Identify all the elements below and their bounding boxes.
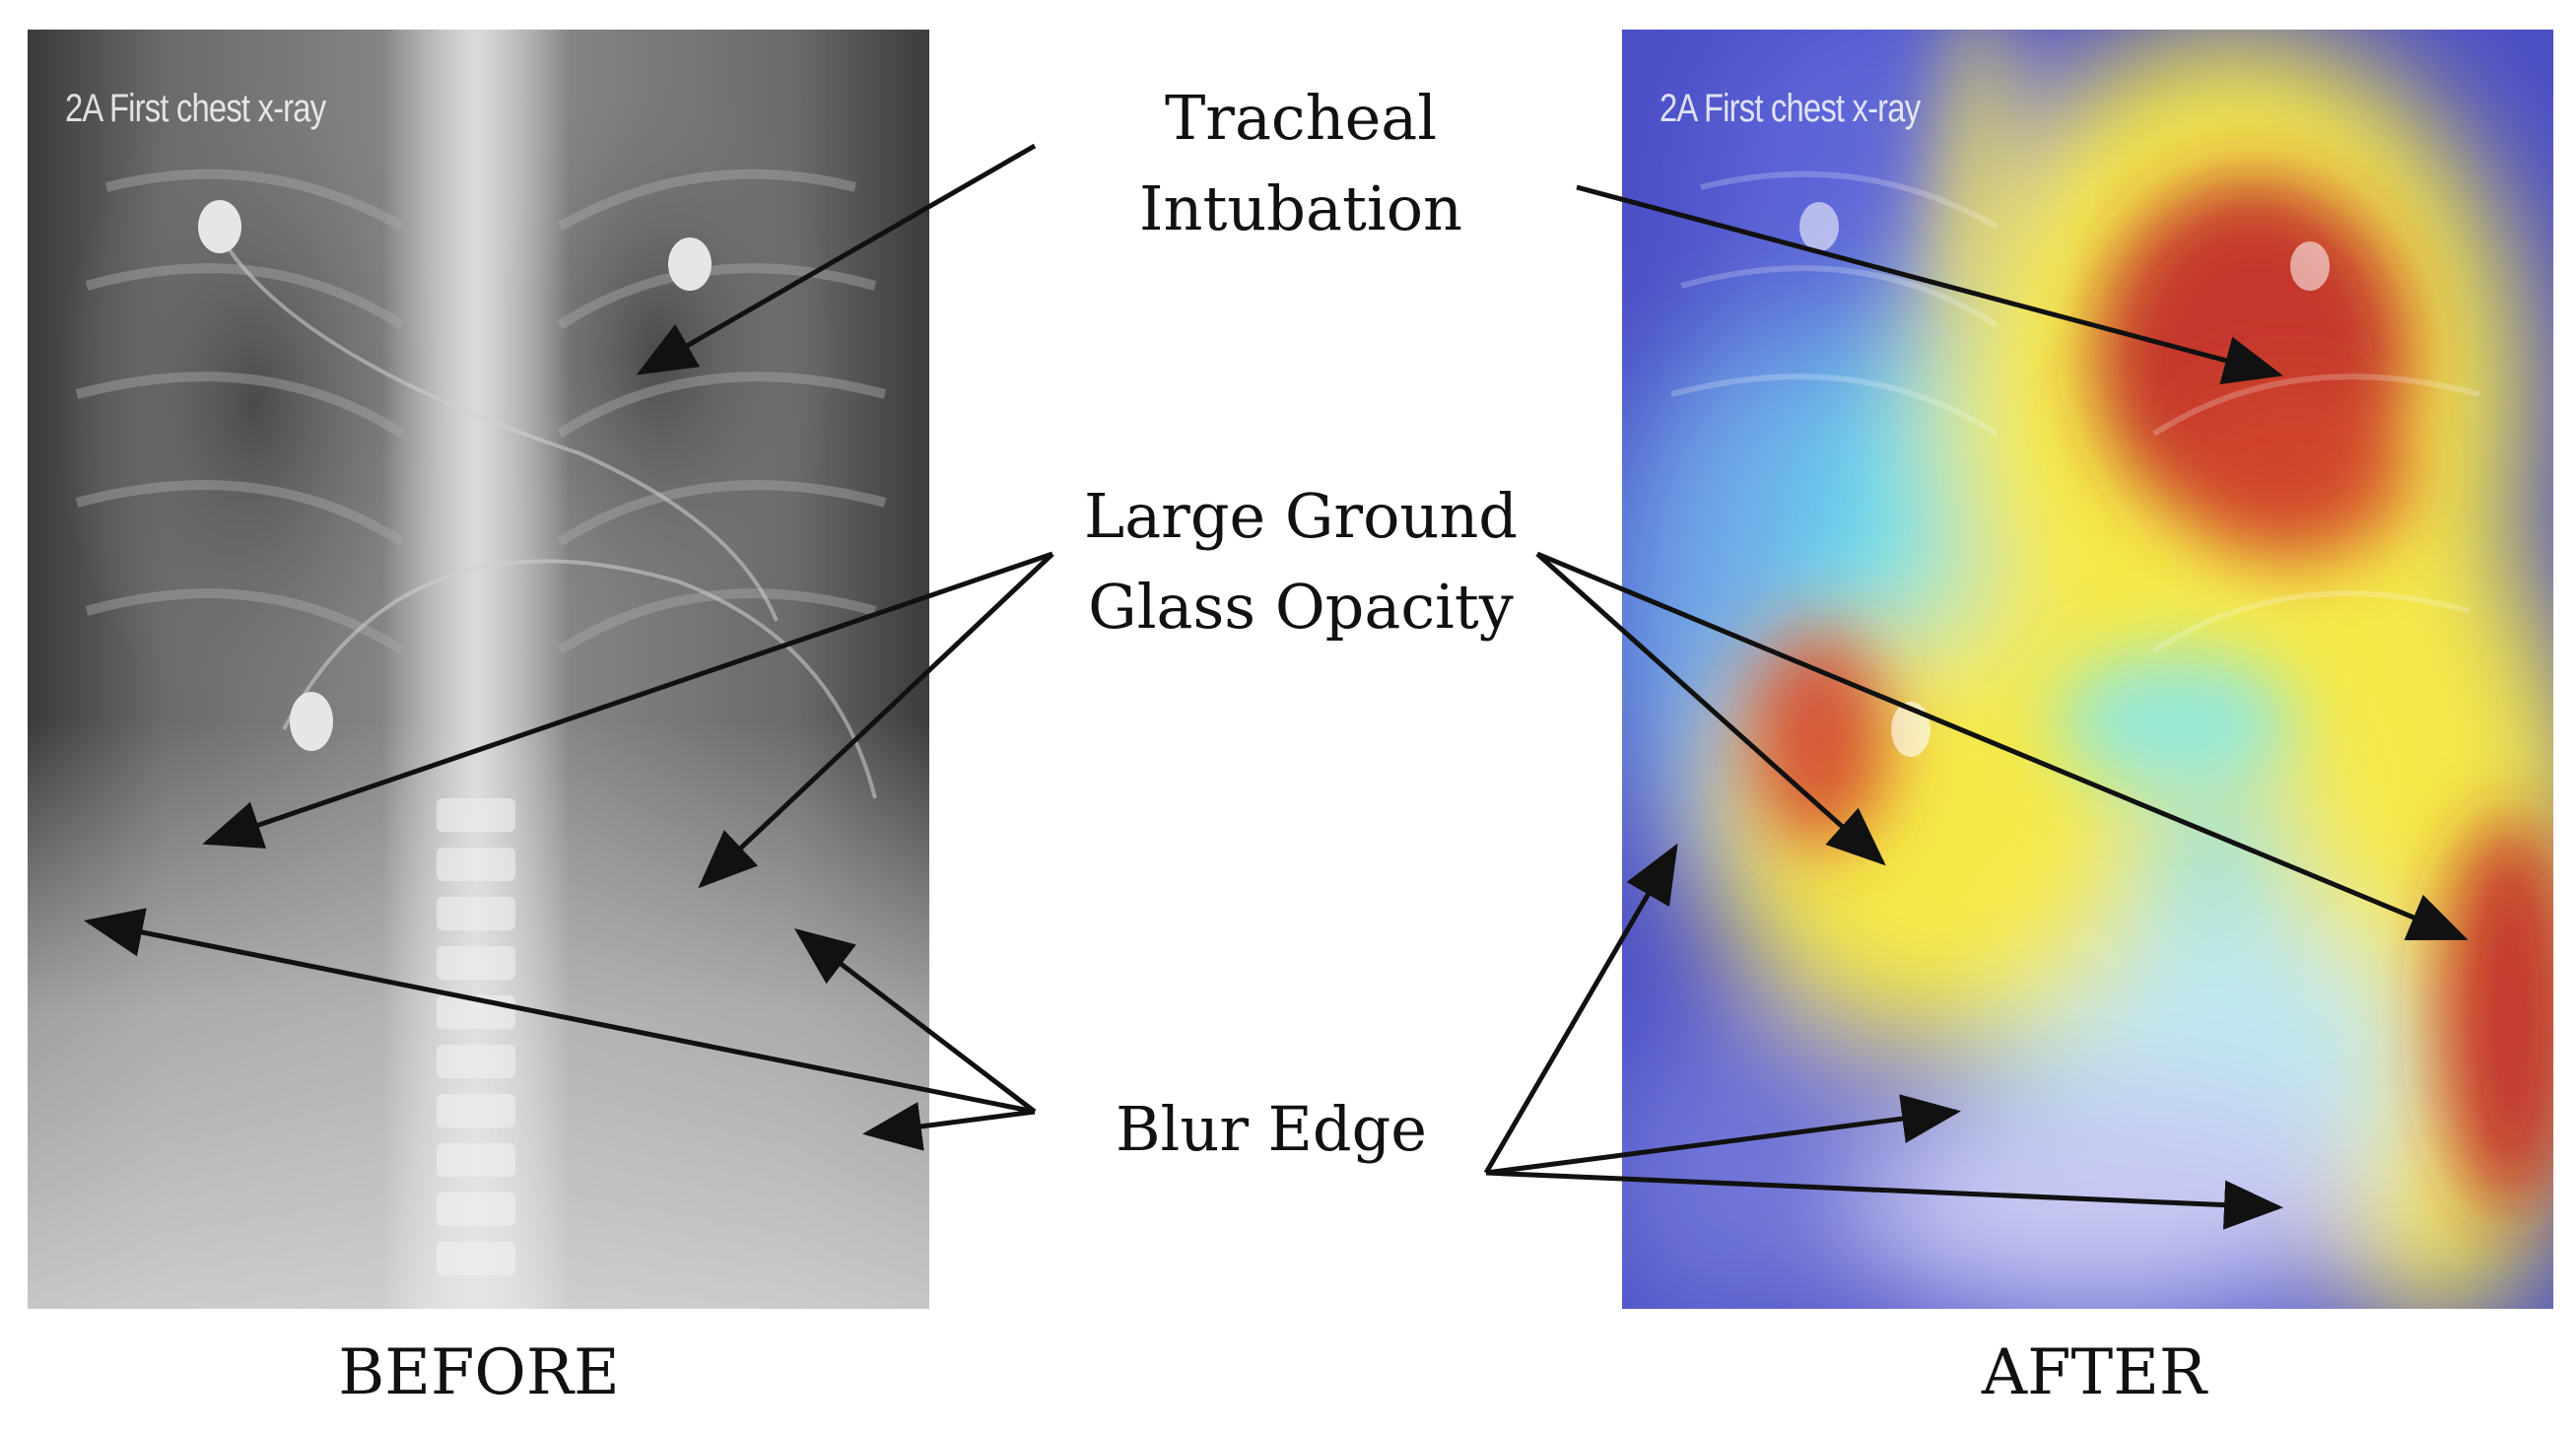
blur-edge-label: Blur Edge bbox=[1074, 1084, 1468, 1175]
tracheal-line1: Tracheal bbox=[1164, 82, 1438, 154]
tracheal-intubation-label: Tracheal Intubation bbox=[1064, 73, 1537, 254]
ground-glass-opacity-label: Large Ground Glass Opacity bbox=[1045, 471, 1557, 652]
after-heatmap-image: 2A First chest x-ray bbox=[1622, 30, 2553, 1309]
before-caption: BEFORE bbox=[338, 1336, 620, 1409]
ground-glass-line1: Large Ground bbox=[1084, 480, 1518, 552]
after-xray-label: 2A First chest x-ray bbox=[1660, 87, 1921, 130]
ground-glass-line2: Glass Opacity bbox=[1088, 571, 1514, 643]
tracheal-line2: Intubation bbox=[1139, 172, 1462, 244]
blur-edge-text: Blur Edge bbox=[1116, 1093, 1427, 1165]
before-xray-label: 2A First chest x-ray bbox=[65, 87, 326, 130]
before-xray-image: 2A First chest x-ray bbox=[28, 30, 929, 1309]
after-caption: AFTER bbox=[1981, 1336, 2207, 1409]
